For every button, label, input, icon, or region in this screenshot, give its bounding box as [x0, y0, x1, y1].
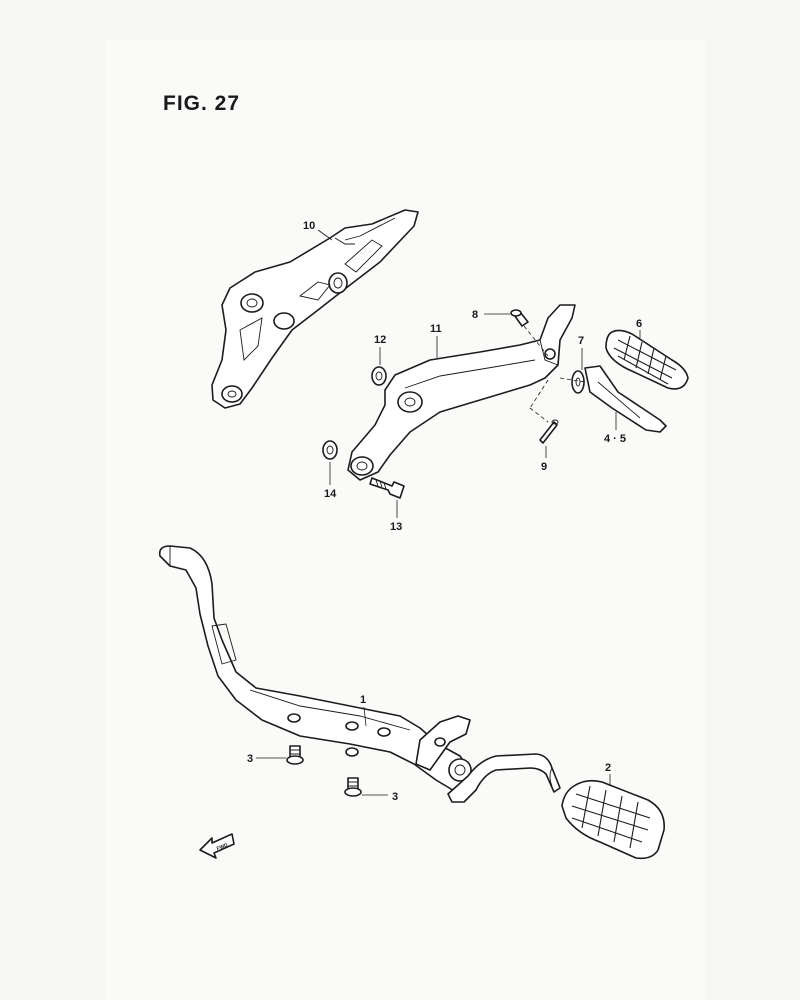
callout-label-6: 6 [636, 318, 642, 330]
part-11-bracket [347, 304, 576, 481]
callout-label-2: 2 [605, 762, 611, 774]
callout-label-13: 13 [390, 521, 402, 533]
callout-7: 7 [578, 335, 584, 370]
callout-label-14: 14 [324, 488, 337, 500]
callout-8: 8 [472, 309, 510, 321]
callout-1: 1 [360, 694, 367, 727]
callout-14: 14 [324, 462, 337, 500]
callout-3b: 3 [362, 791, 398, 803]
part-3-bolt-b [344, 777, 362, 797]
part-14-washer [322, 440, 338, 460]
part-13-bolt [369, 477, 405, 499]
part-2-rubber [561, 779, 665, 860]
callout-label-9: 9 [541, 461, 547, 473]
callout-label-8: 8 [472, 309, 478, 321]
callout-label-3b: 3 [392, 791, 398, 803]
callout-13: 13 [390, 500, 402, 533]
callout-label-10: 10 [303, 220, 315, 232]
callout-10: 10 [303, 220, 333, 241]
forward-arrow-label: FWD [216, 842, 229, 852]
callout-label-7: 7 [578, 335, 584, 347]
part-4-5-footrest [529, 365, 667, 433]
part-7-washer [571, 370, 585, 394]
callout-label-11: 11 [430, 323, 442, 335]
part-1-footrest-bar [158, 545, 561, 803]
callout-4-5: 4 · 5 [604, 412, 626, 445]
callout-label-3a: 3 [247, 753, 253, 765]
figure-title: FIG. 27 [163, 92, 241, 115]
callout-label-4-5: 4 · 5 [604, 433, 626, 445]
callout-2: 2 [605, 762, 611, 786]
part-3-bolt-a [286, 745, 304, 765]
forward-direction-arrow-icon: FWD [199, 833, 235, 859]
callout-label-12: 12 [374, 334, 386, 346]
part-12-washer [371, 366, 387, 386]
callout-6: 6 [636, 318, 642, 338]
callout-12: 12 [374, 334, 386, 365]
callout-3a: 3 [247, 753, 286, 765]
callout-11: 11 [430, 323, 442, 358]
part-8-pin [510, 309, 549, 357]
callout-label-1: 1 [360, 694, 366, 706]
callout-9: 9 [541, 446, 547, 473]
part-9-cotter-pin [539, 419, 559, 444]
part-10-bracket [211, 209, 419, 409]
part-6-rubber [605, 329, 689, 390]
